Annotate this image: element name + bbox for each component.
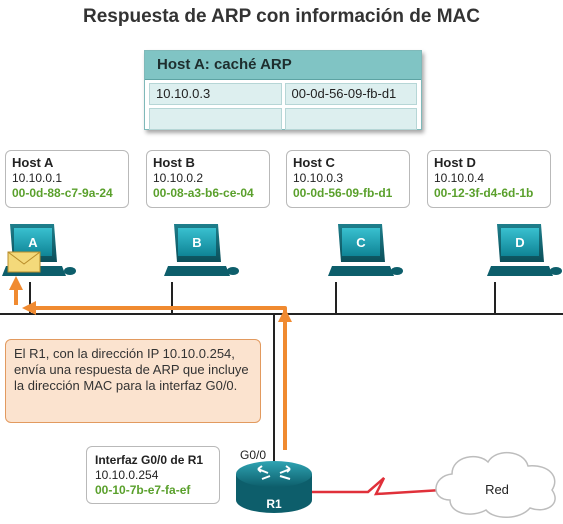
host-d-card: Host D 10.10.0.4 00-12-3f-d4-6d-1b (427, 150, 551, 208)
arp-cache-row: 10.10.0.3 00-0d-56-09-fb-d1 (149, 83, 417, 105)
host-name: Host C (293, 155, 335, 170)
arp-cache-row (149, 108, 417, 130)
router-info-card: Interfaz G0/0 de R1 10.10.0.254 00-10-7b… (86, 446, 220, 504)
pc-letter: A (28, 235, 38, 250)
router-name: R1 (266, 497, 282, 511)
arp-reply-arrow (9, 276, 292, 450)
pc-letter: D (515, 235, 524, 250)
pc-c-icon: C (328, 224, 403, 276)
host-c-card: Host C 10.10.0.3 00-0d-56-09-fb-d1 (286, 150, 410, 208)
pc-letter: C (356, 235, 366, 250)
pc-d-icon: D (487, 224, 562, 276)
arp-cache-header: Host A: caché ARP (145, 51, 421, 80)
diagram-title: Respuesta de ARP con información de MAC (83, 6, 480, 27)
host-mac: 00-12-3f-d4-6d-1b (434, 186, 534, 200)
router-interface-label: G0/0 (240, 448, 267, 462)
pc-b-icon: B (164, 224, 239, 276)
host-name: Host D (434, 155, 476, 170)
arp-cache-ip-cell (149, 108, 282, 130)
router-ip: 10.10.0.254 (95, 468, 159, 482)
arp-cache-mac-cell: 00-0d-56-09-fb-d1 (284, 83, 417, 105)
explanation-callout: El R1, con la dirección IP 10.10.0.254, … (5, 339, 261, 423)
wan-link (312, 477, 443, 496)
host-ip: 10.10.0.4 (434, 171, 485, 185)
host-ip: 10.10.0.3 (293, 171, 344, 185)
cloud-icon: Red (435, 452, 556, 518)
cloud-label: Red (485, 482, 509, 497)
host-ip: 10.10.0.1 (12, 171, 63, 185)
arp-cache-ip-cell: 10.10.0.3 (149, 83, 282, 105)
host-mac: 00-0d-88-c7-9a-24 (12, 186, 113, 200)
arp-cache-mac-cell (284, 108, 417, 130)
host-b-card: Host B 10.10.0.2 00-08-a3-b6-ce-04 (146, 150, 270, 208)
envelope-icon (7, 251, 41, 273)
host-name: Host A (12, 155, 54, 170)
host-ip: 10.10.0.2 (153, 171, 204, 185)
router-info-title: Interfaz G0/0 de R1 (95, 453, 204, 467)
host-mac: 00-08-a3-b6-ce-04 (153, 186, 254, 200)
router-mac: 00-10-7b-e7-fa-ef (95, 483, 191, 497)
arp-cache-table: Host A: caché ARP 10.10.0.3 00-0d-56-09-… (144, 50, 422, 130)
host-a-card: Host A 10.10.0.1 00-0d-88-c7-9a-24 (5, 150, 129, 208)
host-name: Host B (153, 155, 195, 170)
host-mac: 00-0d-56-09-fb-d1 (293, 186, 393, 200)
router-r1-icon: R1 (236, 461, 312, 513)
pc-letter: B (192, 235, 201, 250)
